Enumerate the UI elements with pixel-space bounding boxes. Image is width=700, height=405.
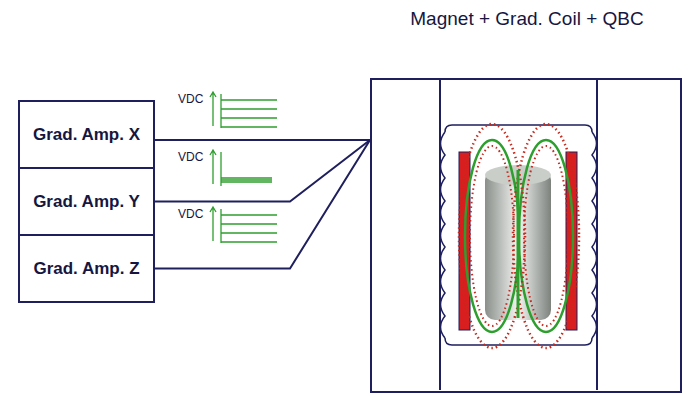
voltage-label: VDC	[177, 207, 204, 221]
voltage-plot	[210, 92, 277, 243]
amplifier-box: Grad. Amp. Y	[18, 167, 155, 236]
coil-outline	[441, 125, 597, 345]
voltage-label: VDC	[177, 92, 204, 106]
amplifier-label: Grad. Amp. Y	[32, 190, 142, 214]
magnet-box: Magnet + Grad. Coil + QBC	[370, 78, 682, 393]
amplifier-label: Grad. Amp. X	[32, 123, 142, 147]
amplifier-box: Grad. Amp. X	[18, 100, 155, 169]
magnet-heading: Magnet + Grad. Coil + QBC	[352, 4, 700, 33]
signal-wire	[155, 139, 370, 141]
body-cylinder	[485, 170, 551, 320]
voltage-label: VDC	[177, 150, 204, 164]
amplifier-box: Grad. Amp. Z	[18, 234, 155, 303]
field-loops	[459, 124, 579, 348]
amplifier-label: Grad. Amp. Z	[32, 257, 142, 281]
signal-wire	[155, 140, 370, 269]
